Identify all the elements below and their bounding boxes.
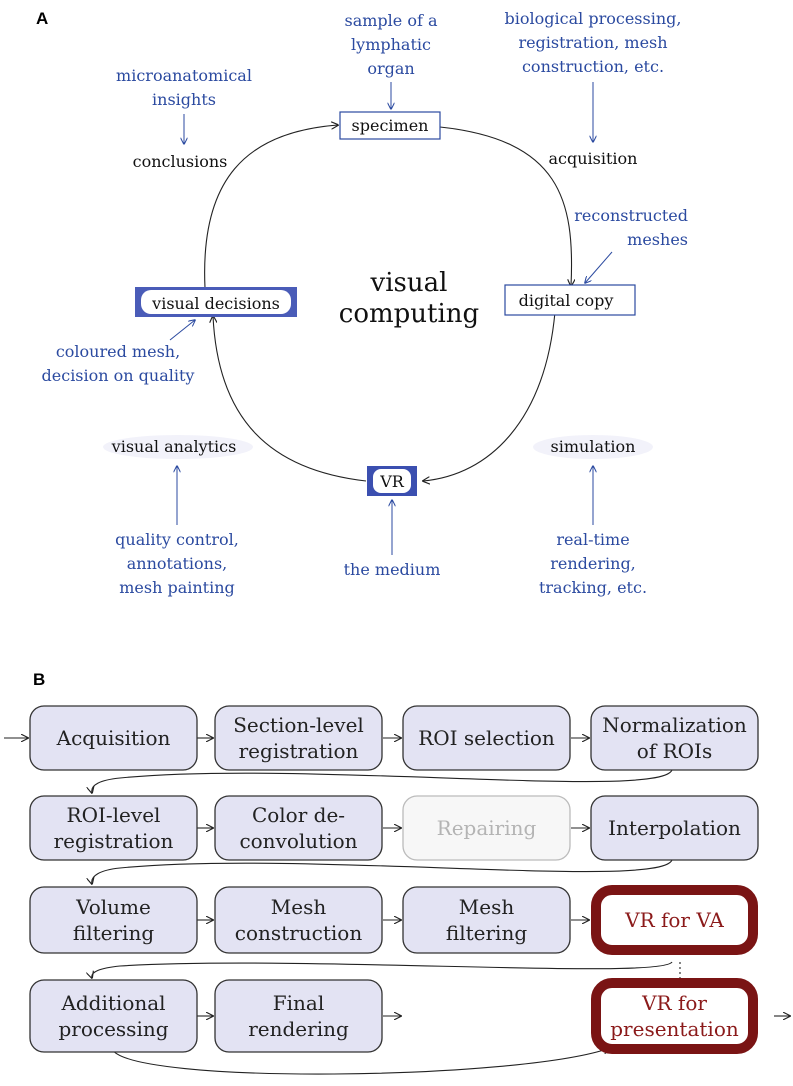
- node-digital-copy: digital copy: [519, 291, 614, 310]
- node-specimen: specimen: [352, 116, 429, 135]
- pipeline-box-2-2: [402, 886, 571, 954]
- vr-box-inner: [373, 469, 411, 493]
- pipeline-box-label-0-1-0: Section-level: [233, 713, 364, 737]
- pipeline-box-0-1: [214, 705, 383, 771]
- note-visual-decisions: coloured mesh, decision on quality: [42, 320, 195, 385]
- note-acquisition-line1: biological processing,: [505, 9, 682, 28]
- pipeline-box-3-2: [591, 978, 758, 1054]
- pipeline-box-label-0-3-1: of ROIs: [637, 739, 712, 763]
- panel-a-label: A: [36, 9, 48, 28]
- center-label-line2: computing: [339, 299, 479, 329]
- note-visual-analytics-line2: annotations,: [127, 554, 228, 573]
- node-conclusions: conclusions: [133, 152, 228, 171]
- pipeline-box-label-2-2-0: Mesh: [459, 895, 515, 919]
- pipeline-box-label-3-0-0: Additional: [60, 991, 165, 1015]
- note-acquisition-line3: construction, etc.: [522, 57, 664, 76]
- pipeline-box-label-1-1-0: Color de-: [252, 803, 345, 827]
- pipeline-box-label-3-1-1: rendering: [248, 1017, 349, 1041]
- pipeline-boxes: AcquisitionSection-levelregistrationROI …: [29, 705, 759, 1054]
- pipeline-box-label-3-2-0: VR for: [641, 991, 707, 1015]
- simulation-glow: [533, 435, 653, 459]
- pipeline-box-label-0-0-0: Acquisition: [56, 726, 171, 750]
- pipeline-box-label-1-0-1: registration: [54, 829, 174, 853]
- note-conclusions: microanatomical insights: [116, 66, 252, 144]
- cycle-arrows: [204, 125, 572, 482]
- note-visual-analytics: quality control, annotations, mesh paint…: [115, 466, 239, 597]
- note-digital-copy-line1: reconstructed: [574, 206, 688, 225]
- pipeline-box-0-0: [29, 705, 198, 771]
- pipeline-box-2-1: [214, 886, 383, 954]
- edge-digital-copy-to-vr: [423, 311, 556, 481]
- note-specimen-line3: organ: [367, 59, 414, 78]
- wrap-row2-row3: [92, 859, 673, 884]
- pipeline-box-1-0: [29, 795, 198, 861]
- note-specimen-line1: sample of a: [344, 11, 437, 30]
- note-simulation-line3: tracking, etc.: [539, 578, 647, 597]
- edge-visual-decisions-to-specimen: [204, 125, 338, 289]
- pipeline-box-3-1: [214, 979, 383, 1053]
- note-conclusions-line2: insights: [152, 90, 216, 109]
- note-specimen-line2: lymphatic: [351, 35, 431, 54]
- pipeline-box-label-2-3-0: VR for VA: [624, 908, 724, 932]
- pipeline-box-label-2-1-1: construction: [235, 921, 363, 945]
- pipeline-box-1-3: [590, 795, 759, 861]
- digital-copy-box: [504, 284, 636, 316]
- note-digital-copy-arrow: [585, 251, 613, 283]
- note-digital-copy: reconstructed meshes: [574, 206, 688, 283]
- panel-b-label: B: [33, 670, 45, 689]
- pipeline-box-label-0-3-0: Normalization: [602, 713, 747, 737]
- pipeline-box-label-1-3-0: Interpolation: [608, 816, 741, 840]
- pipeline-box-label-2-1-0: Mesh: [271, 895, 327, 919]
- pipeline-box-0-3: [590, 705, 759, 771]
- node-visual-decisions: visual decisions: [151, 294, 280, 313]
- pipeline-box-2-3: [591, 885, 758, 955]
- pipeline-box-2-0: [29, 886, 198, 954]
- note-simulation-line1: real-time: [556, 530, 629, 549]
- pipeline-box-1-1: [214, 795, 383, 861]
- node-simulation: simulation: [551, 437, 636, 456]
- pipeline-box-1-2: [402, 795, 571, 861]
- pipeline-box-0-2: [402, 705, 571, 771]
- wrap-row1-row2: [92, 769, 673, 793]
- note-specimen: sample of a lymphatic organ: [344, 11, 438, 109]
- note-visual-decisions-line2: decision on quality: [42, 366, 195, 385]
- pipeline-box-label-1-1-1: convolution: [239, 829, 357, 853]
- pipeline-box-label-3-1-0: Final: [273, 991, 324, 1015]
- edge-vr-to-visual-decisions: [213, 316, 367, 482]
- pipeline-box-label-2-0-0: Volume: [75, 895, 151, 919]
- note-vr-line1: the medium: [344, 560, 441, 579]
- node-acquisition: acquisition: [549, 149, 638, 168]
- wrap-row3-row4: [92, 961, 673, 978]
- pipeline-box-label-1-2-0: Repairing: [437, 816, 537, 840]
- note-visual-analytics-line1: quality control,: [115, 530, 239, 549]
- pipeline-box-label-1-0-0: ROI-level: [67, 803, 161, 827]
- node-vr: VR: [379, 472, 405, 491]
- specimen-box: [339, 111, 441, 140]
- pipeline-box-3-0: [29, 979, 198, 1053]
- pipeline-box-label-0-1-1: registration: [239, 739, 359, 763]
- note-acquisition: biological processing, registration, mes…: [505, 9, 682, 142]
- note-conclusions-line1: microanatomical: [116, 66, 252, 85]
- pipeline-box-label-0-2-0: ROI selection: [418, 726, 555, 750]
- pipeline-box-label-3-2-1: presentation: [610, 1017, 739, 1041]
- pipeline-box-label-2-2-1: filtering: [446, 921, 527, 945]
- loop-additional-to-vr-presentation: [111, 1048, 610, 1075]
- note-visual-analytics-line3: mesh painting: [119, 578, 235, 597]
- note-digital-copy-line2: meshes: [627, 230, 688, 249]
- visual-analytics-glow: [103, 435, 253, 459]
- note-acquisition-line2: registration, mesh: [518, 33, 667, 52]
- note-vr: the medium: [344, 500, 441, 579]
- note-visual-decisions-arrow: [169, 320, 195, 341]
- note-simulation: real-time rendering, tracking, etc.: [539, 466, 647, 597]
- node-visual-analytics: visual analytics: [111, 437, 237, 456]
- note-simulation-line2: rendering,: [550, 554, 636, 573]
- pipeline-box-label-3-0-1: processing: [58, 1017, 168, 1041]
- center-label-line1: visual: [370, 268, 448, 298]
- visual-decisions-box-inner: [141, 290, 291, 314]
- pipeline-box-label-2-0-1: filtering: [73, 921, 154, 945]
- edge-specimen-to-digital-copy: [439, 126, 572, 286]
- note-visual-decisions-line1: coloured mesh,: [56, 342, 180, 361]
